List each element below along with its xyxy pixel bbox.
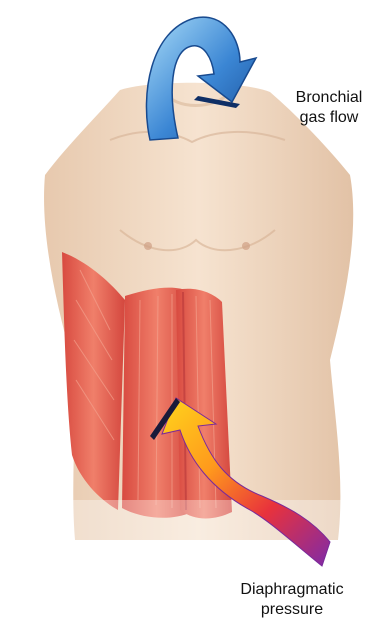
nipple-left: [144, 242, 152, 250]
external-oblique-left: [62, 252, 125, 510]
diaphragm-label-line-1: Diaphragmatic: [222, 580, 362, 600]
bronchial-gas-flow-label: Bronchial gas flow: [270, 88, 388, 128]
bronchial-label-line-2: gas flow: [270, 108, 388, 128]
nipple-right: [242, 242, 250, 250]
bottom-fade: [0, 500, 392, 560]
diaphragm-label-line-2: pressure: [222, 600, 362, 620]
diaphragmatic-pressure-label: Diaphragmatic pressure: [222, 580, 362, 620]
bronchial-label-line-1: Bronchial: [270, 88, 388, 108]
